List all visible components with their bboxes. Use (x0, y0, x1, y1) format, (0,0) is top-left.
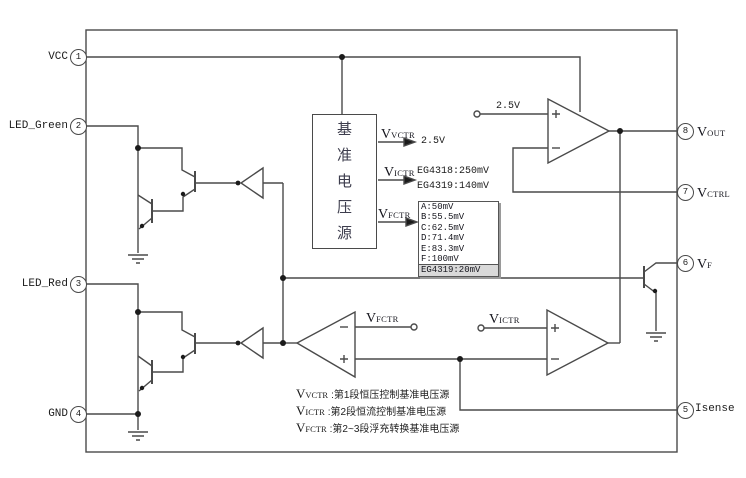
vvctr-output-label: VVCTR (381, 127, 415, 142)
ref25-terminal (473, 110, 481, 118)
transistor-q4 (137, 355, 153, 392)
plus-marker (552, 110, 560, 118)
comparator-right (477, 308, 620, 377)
plus-marker (340, 355, 348, 363)
vvctr-value: 2.5V (421, 136, 446, 147)
pin-label-vout: VOUT (697, 125, 726, 140)
pin-1: 1 (70, 49, 87, 66)
pin-4: 4 (70, 406, 87, 423)
victr-terminal-label: VICTR (489, 312, 520, 327)
pin-label-vcc: VCC (48, 51, 68, 63)
table-row: D:71.4mV (421, 233, 465, 244)
inverter-upper (239, 166, 283, 200)
pin-2: 2 (70, 118, 87, 135)
opamp-ref-input-label: 2.5V (496, 101, 521, 112)
comparator-left (283, 310, 418, 379)
table-row-eg4319: EG4319:20mV (419, 264, 498, 277)
vfctr-output-label: VFCTR (378, 207, 411, 222)
pin-7: 7 (677, 184, 694, 201)
pin-8: 8 (677, 123, 694, 140)
plus-marker (551, 324, 559, 332)
victr-value-eg4318: EG4318:250mV (417, 166, 490, 177)
pin-3: 3 (70, 276, 87, 293)
vctrl-feedback-wire (512, 147, 677, 193)
isense-pin-wire (459, 359, 677, 411)
ground-symbol-vf (646, 332, 666, 342)
vcc-rail-wire (86, 56, 581, 112)
led-red-rail-wire (86, 283, 139, 414)
table-row: C:62.5mV (421, 222, 465, 233)
table-row: B:55.5mV (421, 212, 465, 223)
pin-6: 6 (677, 255, 694, 272)
victr-terminal (477, 324, 485, 332)
junction-dots (135, 54, 658, 417)
opamp-top (473, 97, 677, 193)
table-row: E:83.3mV (421, 243, 465, 254)
vfctr-terminal (410, 323, 418, 331)
ref-output-arrows (378, 137, 420, 227)
legend-vvctr: VVCTR:第1段恒压控制基准电压源 (296, 386, 450, 401)
pin-label-isense: Isense (695, 403, 735, 415)
inverter-lower (239, 326, 283, 360)
pin-label-led-red: LED_Red (21, 278, 68, 290)
transistor-q3 (138, 311, 237, 373)
reference-voltage-source-block: 基准电压源 (312, 114, 377, 249)
reference-block-label: 基准电压源 (336, 121, 352, 242)
ic-boundary-box (85, 29, 678, 453)
ground-symbol-upper (128, 254, 148, 264)
victr-value-eg4319: EG4319:140mV (417, 181, 490, 192)
pin-label-vctrl: VCTRL (697, 186, 731, 201)
transistor-q1 (138, 147, 237, 212)
legend-victr: VICTR:第2段恒流控制基准电压源 (296, 403, 447, 418)
led-green-rail-wire (86, 125, 139, 253)
gnd-wire (86, 413, 139, 430)
pin-label-led-green: LED_Green (8, 120, 68, 132)
table-row: A:50mV (421, 202, 454, 212)
ground-symbol-lower (128, 431, 148, 441)
transistor-q2 (137, 194, 153, 230)
victr-output-label: VICTR (384, 165, 415, 180)
vfctr-value-table: A:50mV B:55.5mV C:62.5mV D:71.4mV E:83.3… (418, 201, 499, 278)
legend-vfctr: VFCTR:第2~3段浮充转换基准电压源 (296, 420, 460, 435)
table-row: F:100mV (421, 253, 459, 264)
vf-transistor (643, 262, 677, 331)
pin-5: 5 (677, 402, 694, 419)
pin-label-gnd: GND (48, 408, 68, 420)
vfctr-terminal-label: VFCTR (366, 311, 399, 326)
pin-label-vf: VF (697, 257, 713, 272)
